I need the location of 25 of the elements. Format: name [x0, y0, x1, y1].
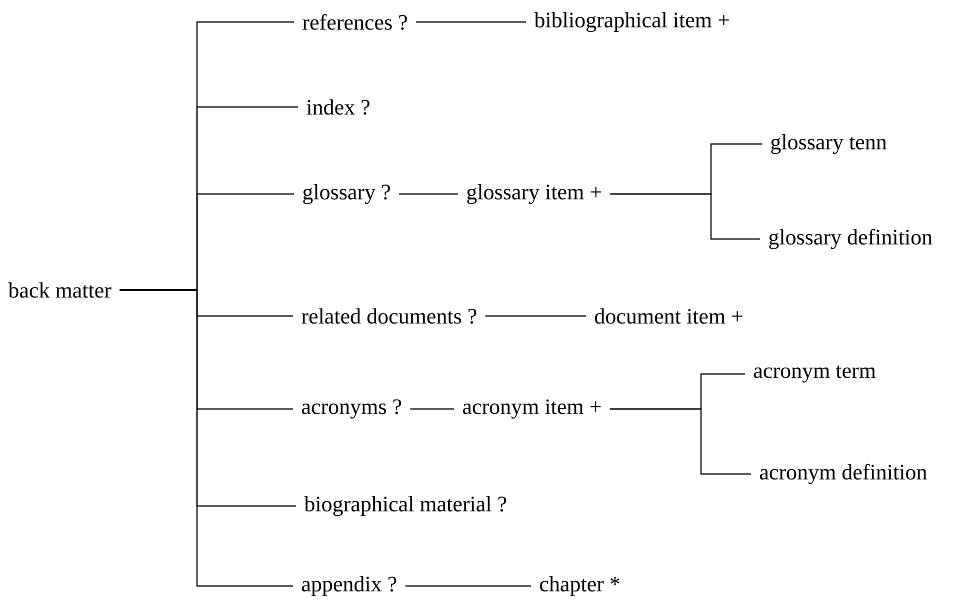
- connector-line: [410, 408, 454, 410]
- connector-line: [120, 289, 293, 587]
- connector-line: [610, 408, 751, 475]
- tree-label: index ?: [306, 99, 370, 115]
- tree-label: glossary item +: [467, 184, 601, 204]
- tree-label: bibliographical item +: [534, 12, 729, 32]
- connector-line: [399, 193, 458, 195]
- tree-label: document item +: [595, 308, 742, 324]
- connector-line: [405, 585, 531, 587]
- connector-line: [610, 193, 760, 240]
- tree-label: acronyms ?: [302, 399, 402, 419]
- tree-label: acronym term: [754, 365, 876, 383]
- tree-label: back matter: [8, 282, 112, 298]
- connector-line: [485, 315, 586, 317]
- connector-line: [416, 21, 526, 23]
- tree-label: references ?: [302, 14, 407, 30]
- tree-label: biographical material ?: [304, 496, 506, 516]
- tree-label: acronym definition: [760, 464, 927, 484]
- tree-label: glossary ?: [303, 184, 390, 204]
- tree-label: glossary definition: [769, 228, 932, 250]
- tree-label: glossary tenn: [771, 134, 887, 154]
- tree-label: chapter *: [540, 576, 620, 596]
- tree-label: acronym item +: [462, 399, 601, 419]
- tree-label: related documents ?: [302, 308, 476, 324]
- tree-label: appendix ?: [302, 576, 396, 596]
